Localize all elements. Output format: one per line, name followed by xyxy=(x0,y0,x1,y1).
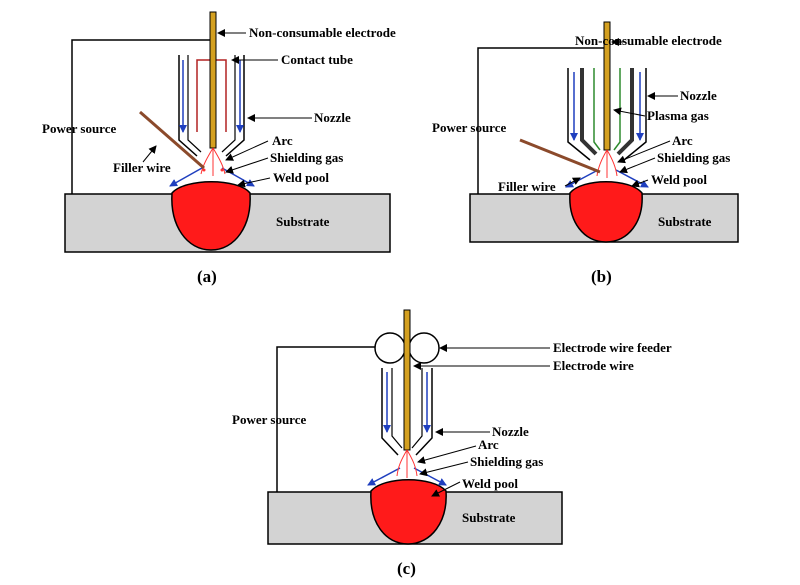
label-electrode-wire-c: Electrode wire xyxy=(553,358,634,373)
electrode-a xyxy=(209,11,217,149)
label-filler-wire-a: Filler wire xyxy=(113,160,171,175)
nozzle-c xyxy=(381,368,399,456)
label-wire-feeder-c: Electrode wire feeder xyxy=(553,340,672,355)
label-electrode-b: Non-consumable electrode xyxy=(575,33,722,48)
weld-pool-a xyxy=(171,181,251,251)
nozzle-a xyxy=(178,55,198,157)
label-power-source-b: Power source xyxy=(432,120,506,135)
label-nozzle-a: Nozzle xyxy=(314,110,351,125)
label-power-source-c: Power source xyxy=(232,412,306,427)
label-weld-pool-b: Weld pool xyxy=(651,172,707,187)
label-shielding-gas-a: Shielding gas xyxy=(270,150,343,165)
power-circuit-c xyxy=(276,346,378,493)
caption-b: (b) xyxy=(591,267,612,286)
weld-pool-c xyxy=(370,479,447,545)
label-weld-pool-a: Weld pool xyxy=(273,170,329,185)
panel-b: Non-consumable electrode Nozzle Plasma g… xyxy=(432,21,739,286)
label-electrode-a: Non-consumable electrode xyxy=(249,25,396,40)
label-nozzle-b: Nozzle xyxy=(680,88,717,103)
filler-wire-a xyxy=(139,110,205,170)
electrode-wire-c xyxy=(403,309,411,451)
label-substrate-c: Substrate xyxy=(462,510,516,525)
weld-pool-b xyxy=(569,181,643,243)
wire-feeder-roller-left xyxy=(374,332,406,364)
label-contact-tube-a: Contact tube xyxy=(281,52,353,67)
label-shielding-gas-b: Shielding gas xyxy=(657,150,730,165)
label-nozzle-c: Nozzle xyxy=(492,424,529,439)
arc-a xyxy=(200,147,226,176)
label-power-source-a: Power source xyxy=(42,121,116,136)
label-arc-c: Arc xyxy=(478,437,499,452)
filler-wire-b xyxy=(519,138,601,174)
label-shielding-gas-c: Shielding gas xyxy=(470,454,543,469)
arc-b xyxy=(596,149,618,178)
caption-a: (a) xyxy=(197,267,217,286)
wire-feeder-roller-right xyxy=(408,332,440,364)
label-plasma-gas-b: Plasma gas xyxy=(647,108,709,123)
plasma-tube-b xyxy=(593,68,601,151)
label-filler-wire-b: Filler wire xyxy=(498,179,556,194)
caption-c: (c) xyxy=(397,559,416,578)
label-arc-b: Arc xyxy=(672,133,693,148)
power-circuit-b xyxy=(477,47,604,195)
nozzle-b xyxy=(567,68,591,161)
label-weld-pool-c: Weld pool xyxy=(462,476,518,491)
arc-c xyxy=(396,449,418,478)
power-circuit-a xyxy=(71,39,213,195)
label-arc-a: Arc xyxy=(272,133,293,148)
panel-a: Non-consumable electrode Contact tube No… xyxy=(42,11,396,286)
panel-c: Electrode wire feeder Electrode wire Pow… xyxy=(232,309,672,578)
label-substrate-a: Substrate xyxy=(276,214,330,229)
label-substrate-b: Substrate xyxy=(658,214,712,229)
